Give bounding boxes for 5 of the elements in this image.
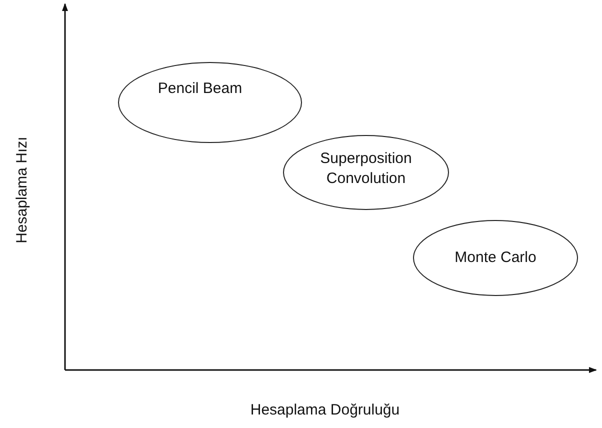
node-text: Monte Carlo (454, 248, 536, 268)
node-text: Superposition Convolution (319, 149, 413, 188)
axis-title: Hesaplama Doğruluğu (250, 402, 400, 418)
node-text: Pencil Beam (158, 78, 242, 98)
axis-title: Hesaplama Hızı (14, 136, 30, 244)
